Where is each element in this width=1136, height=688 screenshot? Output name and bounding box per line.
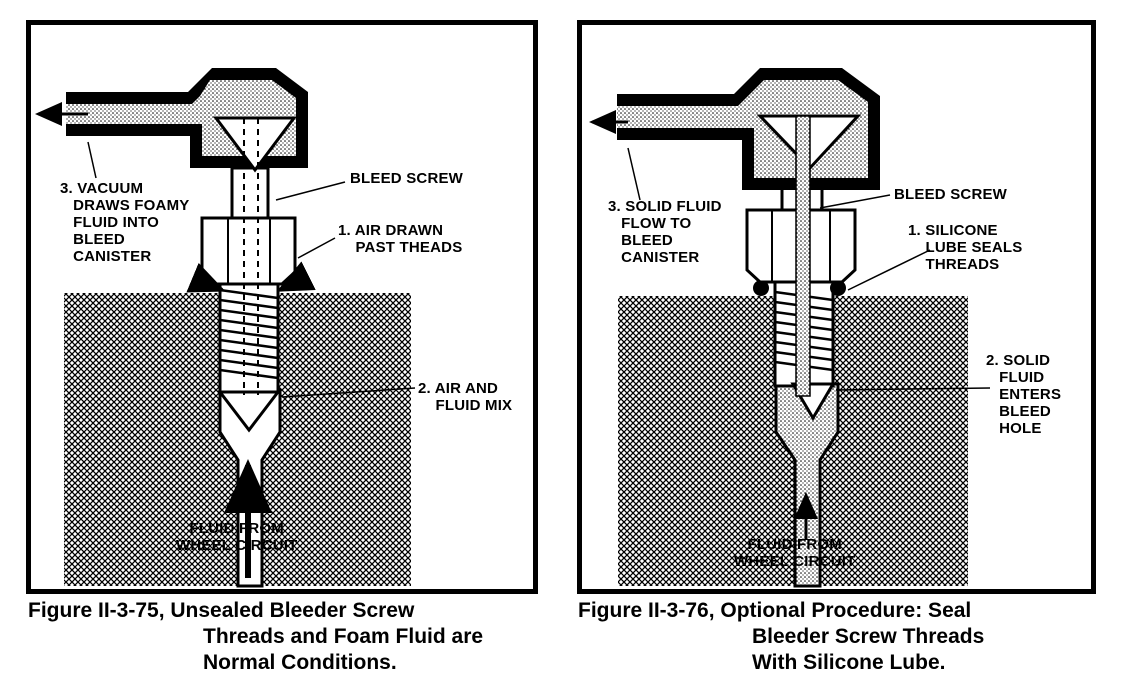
- right-caption-line1: Figure II-3-76, Optional Procedure: Seal: [578, 599, 972, 622]
- right-caption-line2: Bleeder Screw Threads: [752, 625, 985, 648]
- left-bleed-cone: [213, 116, 297, 173]
- right-silicone-bead-right: [830, 280, 846, 296]
- left-label-fluid-from: FLUID FROM WHEEL CIRCUIT: [176, 520, 298, 554]
- right-label-bleed-screw: BLEED SCREW: [894, 186, 1008, 203]
- right-silicone-bead-left: [753, 280, 769, 296]
- left-label-bleed-screw: BLEED SCREW: [350, 170, 464, 187]
- left-caption-line3: Normal Conditions.: [203, 651, 397, 674]
- right-fluid-passage: [774, 382, 840, 588]
- left-label-vacuum: 3. VACUUM DRAWS FOAMY FLUID INTO BLEED C…: [60, 180, 190, 265]
- left-label-air-fluid: 2. AIR AND FLUID MIX: [418, 380, 513, 414]
- left-hex-nut: [200, 216, 297, 286]
- right-label-solid-enters: 2. SOLID FLUID ENTERS BLEED HOLE: [986, 352, 1062, 437]
- left-caption-line2: Threads and Foam Fluid are: [203, 625, 484, 648]
- right-label-solid-flow: 3. SOLID FLUID FLOW TO BLEED CANISTER: [608, 198, 722, 266]
- right-caption-line3: With Silicone Lube.: [752, 651, 946, 674]
- right-label-fluid-from: FLUID FROM WHEEL CIRCUIT: [734, 536, 856, 570]
- right-drawing: [589, 68, 991, 588]
- left-drawing: [35, 68, 416, 588]
- left-threads: [219, 288, 279, 380]
- left-label-air-drawn: 1. AIR DRAWN PAST THEADS: [338, 222, 463, 256]
- left-caption-line1: Figure II-3-75, Unsealed Bleeder Screw: [28, 599, 415, 622]
- left-screw-tip: [216, 390, 282, 433]
- right-label-silicone: 1. SILICONE LUBE SEALS THREADS: [908, 222, 1023, 273]
- left-upper-shank: [230, 166, 270, 220]
